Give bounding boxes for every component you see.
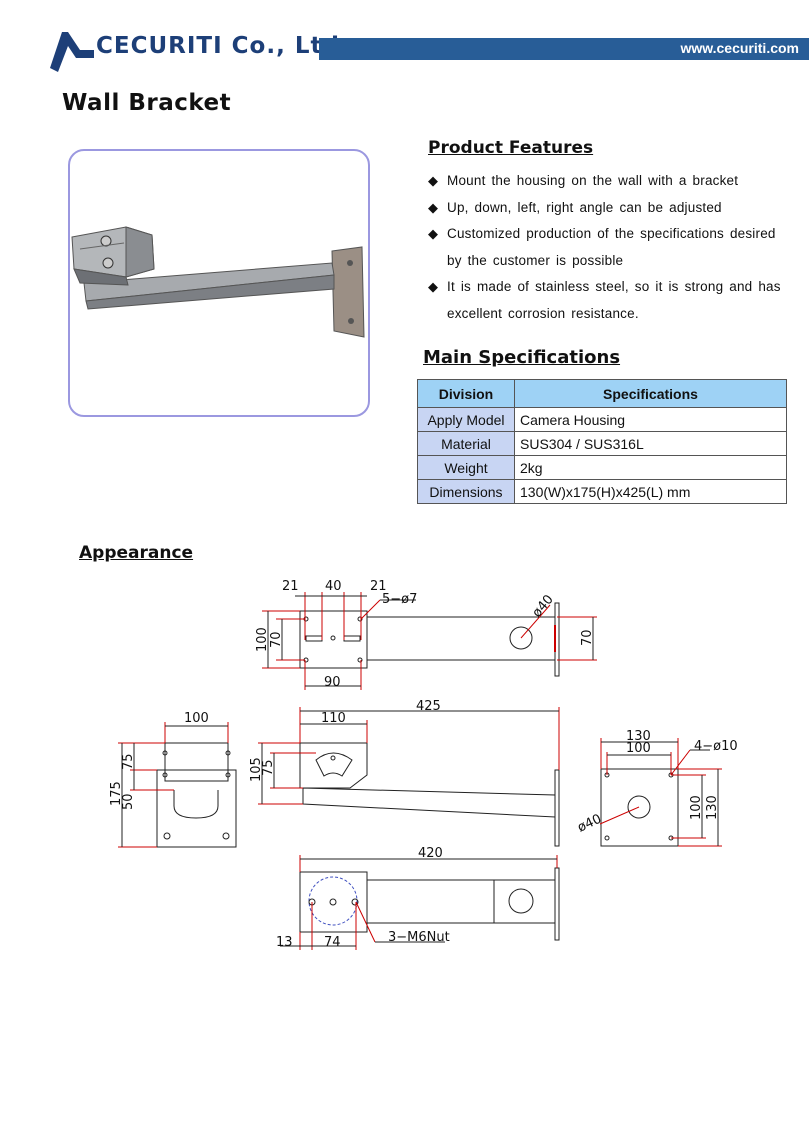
product-photo-frame: [68, 149, 370, 417]
specs-heading: Main Specifications: [423, 347, 621, 368]
row-value: Camera Housing: [514, 407, 787, 432]
dim-label: 425: [416, 699, 441, 714]
dim-label: 4−ø10: [694, 739, 738, 754]
dim-label: 13: [276, 935, 293, 950]
dim-label: 70: [580, 629, 595, 646]
dim-label: 21: [370, 579, 387, 594]
specs-table: Division Specifications Apply Model Came…: [417, 379, 787, 504]
row-label: Weight: [417, 455, 515, 480]
row-label: Material: [417, 431, 515, 456]
diamond-bullet-icon: ◆: [428, 199, 439, 215]
dim-label: ø40: [575, 812, 604, 836]
features-list: ◆Mount the housing on the wall with a br…: [428, 168, 788, 327]
features-heading: Product Features: [428, 138, 594, 158]
table-row: Material SUS304 / SUS316L: [417, 431, 787, 456]
dim-label: 50: [121, 793, 136, 810]
row-value: 130(W)x175(H)x425(L) mm: [514, 479, 787, 504]
dim-label: 21: [282, 579, 299, 594]
row-label: Dimensions: [417, 479, 515, 504]
dim-label: 420: [418, 846, 443, 861]
table-row: Weight 2kg: [417, 455, 787, 480]
row-label: Apply Model: [417, 407, 515, 432]
dim-label: 5−ø7: [382, 592, 417, 607]
column-header-specifications: Specifications: [514, 379, 787, 408]
dim-label: 90: [324, 675, 341, 690]
dim-label: 70: [269, 631, 284, 648]
dim-label: 175: [109, 781, 124, 806]
column-header-division: Division: [417, 379, 515, 408]
feature-item: ◆Mount the housing on the wall with a br…: [428, 168, 788, 195]
table-header-row: Division Specifications: [417, 379, 787, 408]
table-row: Dimensions 130(W)x175(H)x425(L) mm: [417, 479, 787, 504]
dim-label: 100: [626, 741, 651, 756]
page-title: Wall Bracket: [62, 90, 232, 116]
dim-label: 130: [626, 729, 651, 744]
dim-label: 130: [705, 795, 720, 820]
wall-bracket-photo-icon: [71, 226, 365, 338]
dim-label: 3−M6Nut: [388, 930, 450, 945]
dim-label: 105: [249, 757, 264, 782]
dim-label: 74: [324, 935, 341, 950]
row-value: SUS304 / SUS316L: [514, 431, 787, 456]
dim-label: 110: [321, 711, 346, 726]
feature-item: ◆Up, down, left, right angle can be adju…: [428, 195, 788, 222]
appearance-heading: Appearance: [79, 543, 194, 563]
table-row: Apply Model Camera Housing: [417, 407, 787, 432]
dim-label: 75: [121, 753, 136, 770]
company-name: CECURITI Co., Ltd: [96, 33, 340, 59]
diamond-bullet-icon: ◆: [428, 173, 439, 188]
dim-label: 100: [184, 711, 209, 726]
feature-item: ◆Customized production of the specificat…: [428, 221, 788, 274]
dim-label: 100: [255, 627, 270, 652]
dim-label: ø40: [530, 592, 557, 620]
technical-drawing: 21 40 21 5−ø7 100 70 90 ø40 70 100 75 17…: [109, 579, 738, 950]
website-link[interactable]: www.cecuriti.com: [680, 40, 799, 56]
feature-item: ◆It is made of stainless steel, so it is…: [428, 274, 788, 327]
row-value: 2kg: [514, 455, 787, 480]
company-logo-icon: [50, 32, 94, 72]
dim-label: 40: [325, 579, 342, 594]
diamond-bullet-icon: ◆: [428, 279, 439, 294]
diamond-bullet-icon: ◆: [428, 226, 439, 241]
header-bar: [319, 38, 809, 60]
dim-label: 100: [689, 795, 704, 820]
dim-label: 75: [261, 759, 276, 776]
